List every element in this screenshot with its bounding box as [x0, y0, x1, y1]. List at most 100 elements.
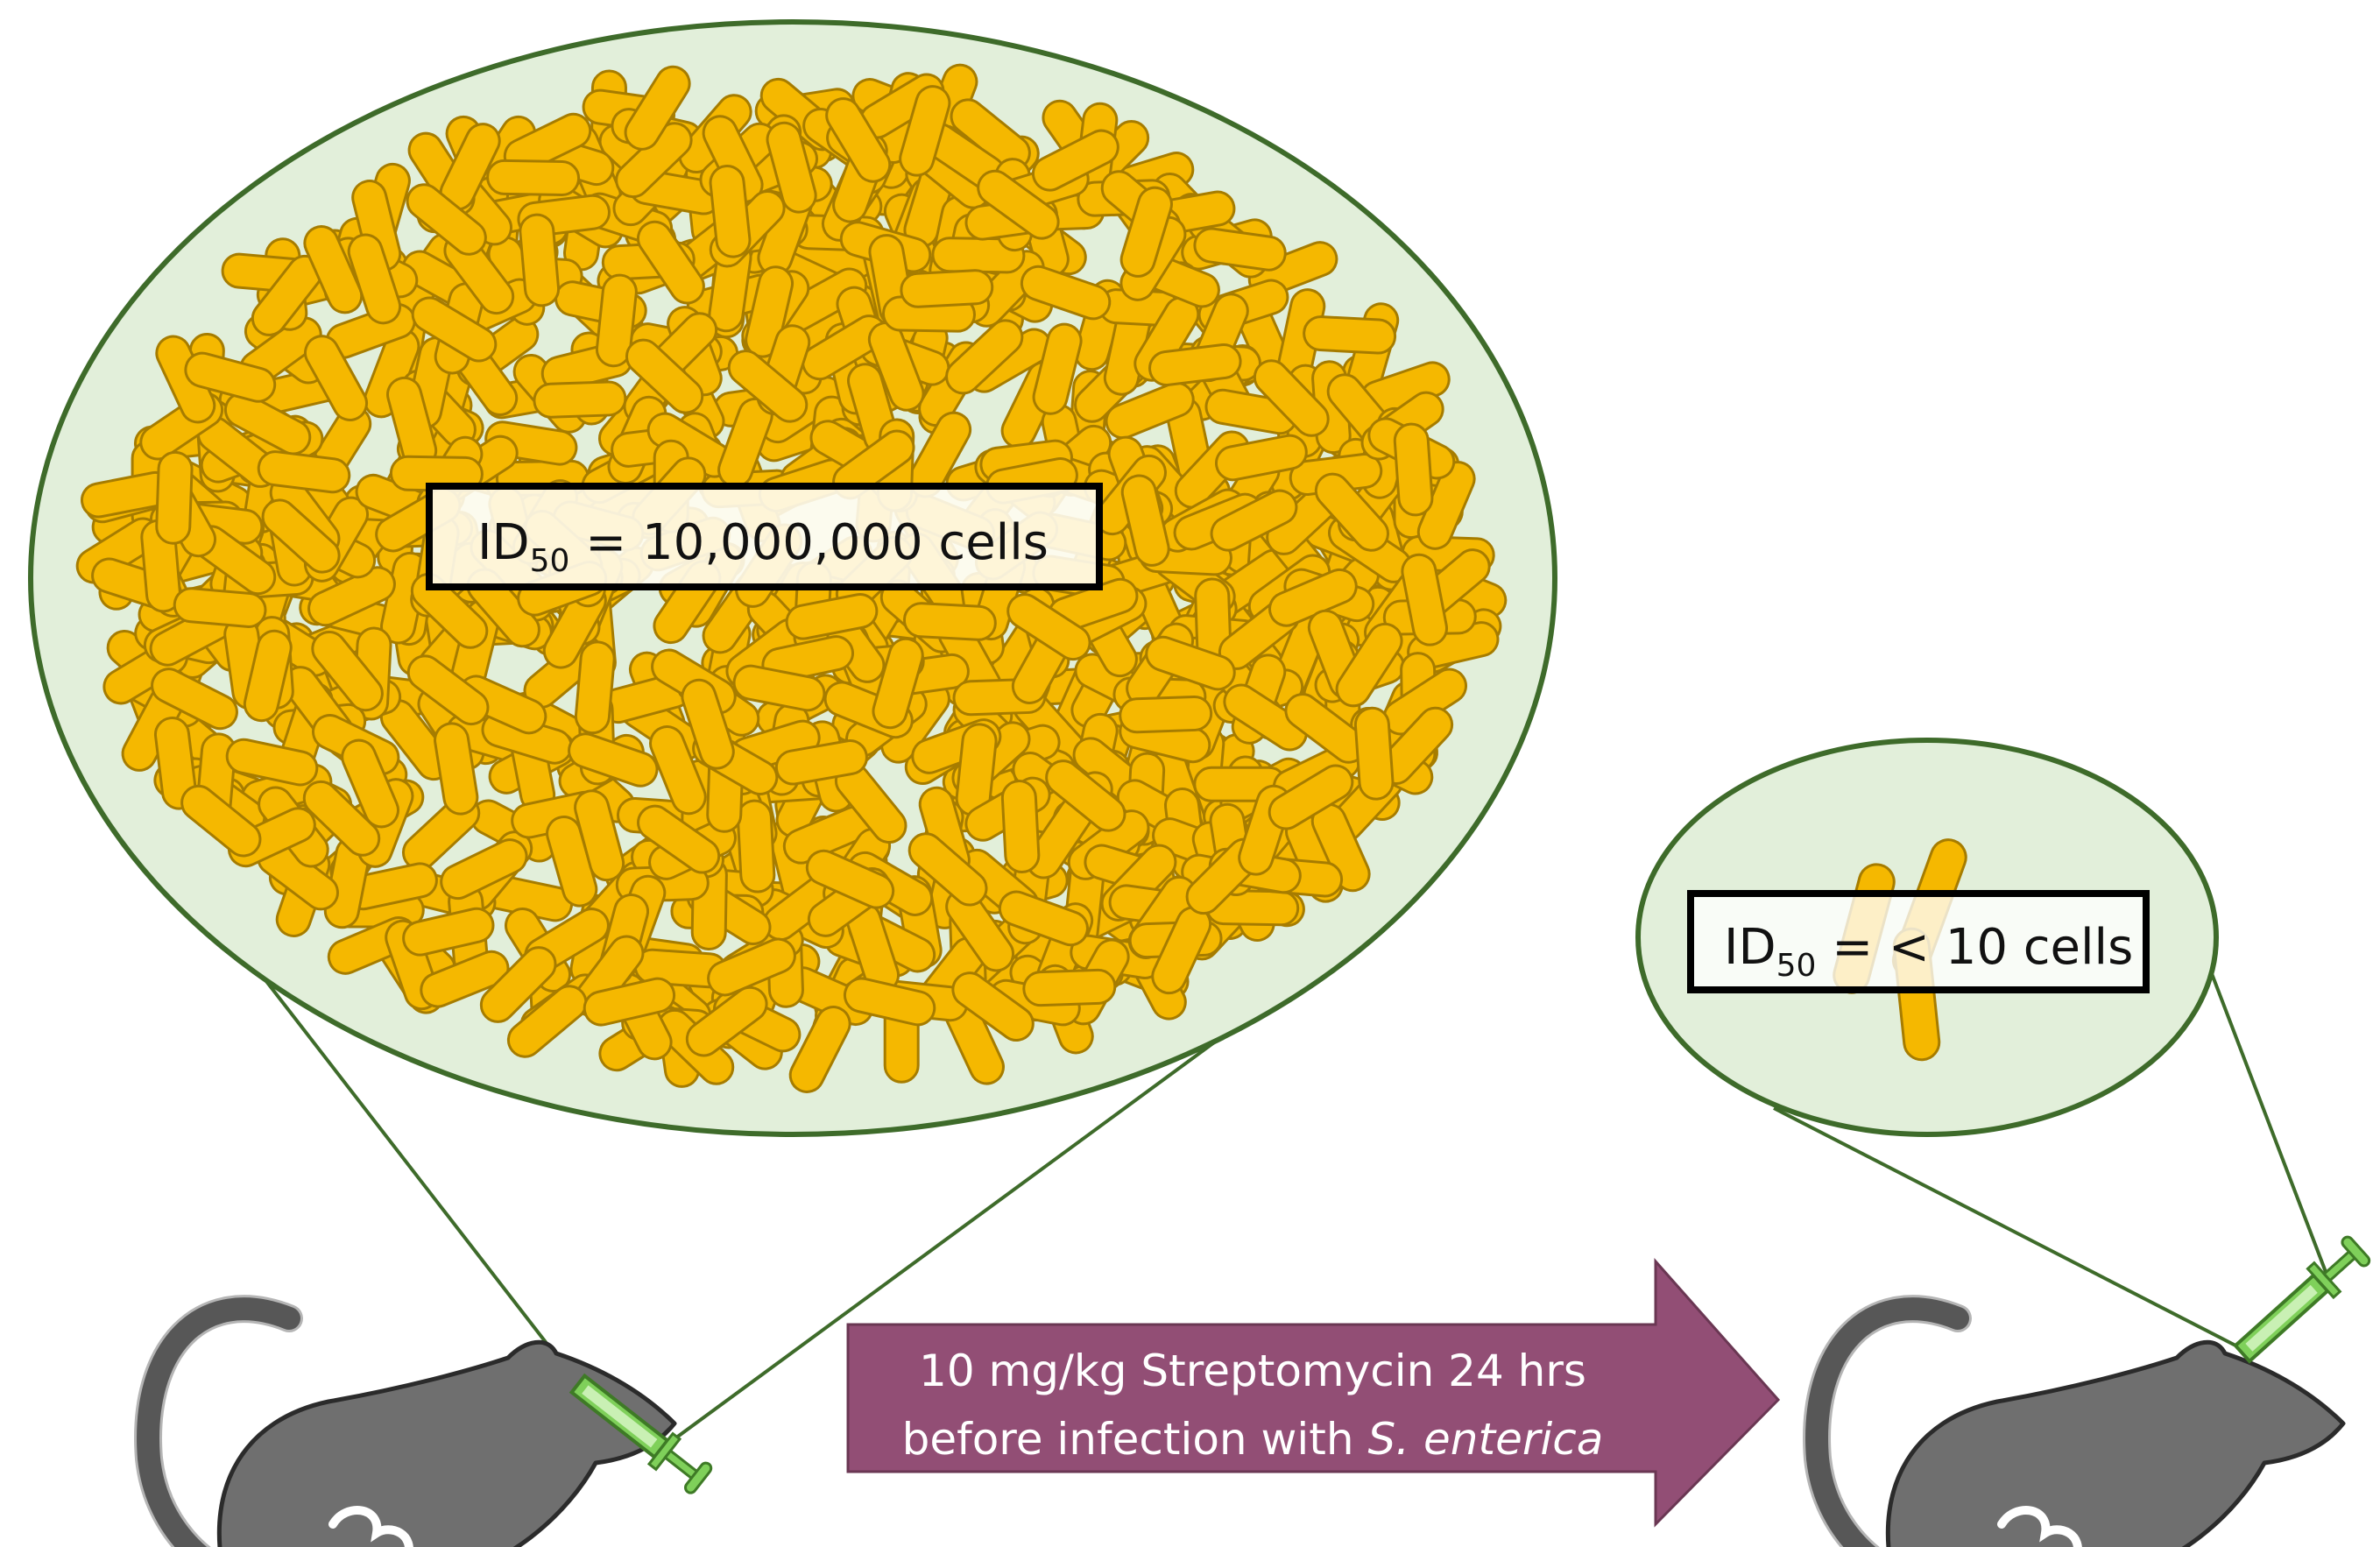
- bacterium-icon: [945, 319, 1024, 395]
- bacterium-icon: [173, 587, 267, 628]
- bacterium-icon: [486, 159, 581, 196]
- bacterium-icon: [302, 780, 381, 857]
- bacterium-icon: [998, 890, 1089, 947]
- arrow-text-line2: before infection with S. enterica: [902, 1414, 1604, 1465]
- bacterium-icon: [1335, 622, 1403, 708]
- id50-label-before-prefix: ID: [477, 514, 530, 571]
- bacterium-icon: [951, 971, 1035, 1042]
- bacterium-icon: [519, 213, 561, 307]
- bacterium-icon: [434, 722, 479, 816]
- bacterium-icon: [1020, 265, 1112, 321]
- bacterium-icon: [867, 321, 925, 412]
- bacterium-icon: [440, 838, 528, 901]
- bacterium-icon: [533, 380, 627, 419]
- bacterium-icon: [1000, 780, 1041, 873]
- bacterium-icon: [574, 789, 625, 882]
- bacterium-icon: [788, 1006, 851, 1093]
- bacterium-icon: [1045, 759, 1126, 832]
- bacterium-icon: [307, 566, 396, 627]
- bacterium-icon: [709, 164, 752, 258]
- bacteria-cluster-large: [75, 63, 1508, 1093]
- mouse-icon: [134, 1295, 677, 1547]
- bacterium-icon: [151, 668, 238, 731]
- bacterium-icon: [257, 450, 351, 494]
- bacterium-icon: [727, 350, 809, 423]
- bacterium-icon: [311, 630, 384, 712]
- bacterium-icon: [1006, 593, 1091, 661]
- bacterium-icon: [732, 664, 826, 712]
- id50-label-before-sub: 50: [530, 543, 570, 579]
- bacterium-icon: [406, 654, 490, 726]
- bacterium-icon: [766, 121, 817, 214]
- bacterium-icon: [1105, 381, 1195, 440]
- bacterium-icon: [902, 602, 997, 641]
- bacterium-icon: [872, 637, 924, 730]
- bacterium-icon: [625, 338, 704, 414]
- bacterium-icon: [1120, 474, 1170, 567]
- id50-label-before: ID50 = 10,000,000 cells: [426, 483, 1103, 590]
- bacterium-icon: [225, 738, 319, 787]
- bacterium-icon: [1223, 683, 1308, 752]
- mouse-icon: [1803, 1295, 2346, 1547]
- bacterium-icon: [1353, 706, 1395, 801]
- arrow-text-line2-italic: S. enterica: [1367, 1414, 1603, 1465]
- bacterium-icon: [304, 335, 368, 421]
- bacterium-icon: [155, 450, 194, 545]
- bacterium-icon: [1393, 422, 1434, 517]
- bacterium-icon: [1022, 968, 1117, 1007]
- bacterium-icon: [406, 183, 487, 256]
- bacterium-icon: [1119, 186, 1173, 278]
- id50-label-after-suffix: = < 10 cells: [1816, 919, 2133, 976]
- zoom-lines-before: [261, 971, 1311, 1447]
- bacterium-icon: [303, 225, 364, 314]
- bacterium-icon: [805, 849, 895, 909]
- bacterium-icon: [1253, 359, 1330, 437]
- bacterium-icon: [411, 296, 498, 363]
- bacterium-icon: [900, 269, 994, 308]
- svg-text:ID50 = 10,000,000 cells: ID50 = 10,000,000 cells: [477, 514, 1049, 579]
- bacterium-icon: [347, 233, 402, 325]
- bacterium-icon: [908, 832, 988, 907]
- bacterium-icon: [736, 799, 776, 894]
- bacterium-icon: [1314, 472, 1389, 552]
- bacterium-icon: [1031, 129, 1119, 192]
- bacterium-icon: [1145, 635, 1236, 691]
- svg-text:ID50 = < 10 cells: ID50 = < 10 cells: [1724, 919, 2133, 984]
- bacterium-icon: [153, 717, 198, 810]
- syringe-icon: [2233, 1235, 2371, 1364]
- bacterium-icon: [1401, 553, 1448, 646]
- bacterium-icon: [420, 950, 510, 1008]
- bacterium-icon: [261, 498, 341, 574]
- bacterium-icon: [707, 937, 796, 997]
- bacterium-icon: [410, 572, 489, 649]
- bacterium-icon: [595, 273, 638, 368]
- bacterium-icon: [624, 65, 691, 151]
- bacterium-icon: [1193, 227, 1287, 272]
- bacterium-icon: [243, 629, 293, 723]
- bacterium-icon: [1303, 315, 1397, 355]
- bacterium-icon: [1215, 434, 1308, 482]
- arrow-text-line2-prefix: before infection with: [902, 1414, 1368, 1465]
- bacterium-icon: [479, 946, 557, 1023]
- bacterium-icon: [1148, 343, 1242, 387]
- id50-label-after-sub: 50: [1776, 948, 1817, 984]
- bacterium-icon: [681, 678, 735, 770]
- id50-label-after: ID50 = < 10 cells: [1687, 890, 2150, 993]
- bacterium-icon: [223, 392, 312, 456]
- bacterium-icon: [506, 985, 588, 1058]
- bacterium-icon: [636, 220, 705, 305]
- syringe-icon: [569, 1373, 713, 1494]
- bacterium-icon: [1268, 764, 1354, 830]
- bacterium-icon: [977, 169, 1060, 240]
- treatment-arrow: 10 mg/kg Streptomycin 24 hrs before infe…: [846, 1258, 1781, 1528]
- bacterium-icon: [1210, 489, 1298, 552]
- bacterium-icon: [574, 640, 616, 735]
- bacterium-icon: [785, 593, 879, 640]
- bacterium-icon: [1032, 322, 1083, 415]
- bacterium-icon: [685, 985, 768, 1057]
- bacterium-icon: [825, 97, 892, 183]
- bacterium-icon: [637, 804, 721, 874]
- id50-label-after-prefix: ID: [1724, 919, 1776, 976]
- bacterium-icon: [899, 85, 951, 177]
